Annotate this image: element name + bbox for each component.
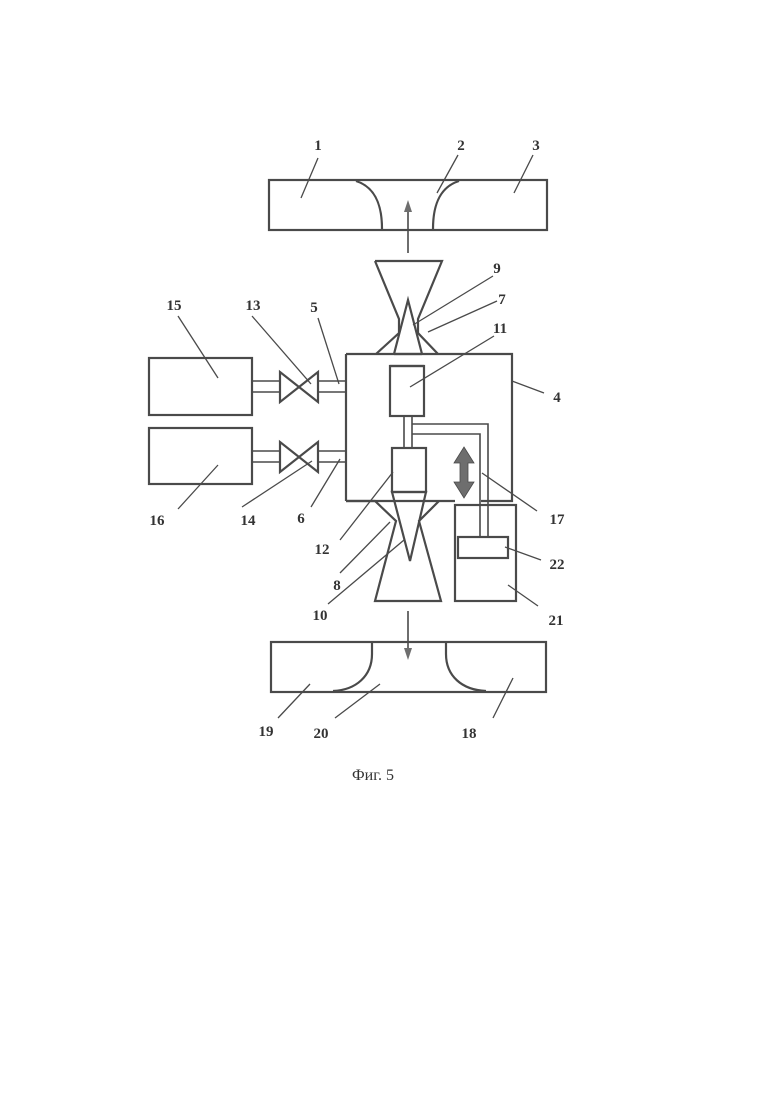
label-22: 22: [550, 557, 565, 573]
label-16: 16: [150, 513, 166, 529]
reference-numerals: 1 2 3 9 7 11 4 5 13 15 16 14 6 12 8 10 1…: [150, 138, 566, 742]
label-14: 14: [241, 513, 257, 529]
source-15: [149, 358, 252, 415]
figure-caption: Фиг. 5: [352, 767, 394, 784]
label-9: 9: [493, 261, 501, 277]
element-12: [392, 448, 426, 492]
label-6: 6: [297, 511, 305, 527]
label-2: 2: [457, 138, 465, 154]
label-20: 20: [314, 726, 329, 742]
top-flow-arrow: [404, 200, 412, 253]
element-11: [390, 366, 424, 416]
label-19: 19: [259, 724, 274, 740]
label-4: 4: [553, 390, 561, 406]
label-5: 5: [310, 300, 318, 316]
label-8: 8: [333, 578, 341, 594]
label-17: 17: [550, 512, 566, 528]
label-3: 3: [532, 138, 540, 154]
valve-13: [280, 372, 318, 402]
label-13: 13: [246, 298, 261, 314]
label-10: 10: [313, 608, 328, 624]
valve-14: [280, 442, 318, 472]
lower-nozzle: [346, 492, 441, 601]
channel-17: [412, 424, 488, 537]
label-11: 11: [493, 321, 507, 337]
label-7: 7: [498, 292, 506, 308]
label-1: 1: [314, 138, 322, 154]
rod: [404, 416, 412, 448]
leader-lines: [178, 155, 544, 718]
label-18: 18: [462, 726, 477, 742]
label-21: 21: [549, 613, 564, 629]
bottom-flow-arrow: [404, 611, 412, 660]
source-16: [149, 428, 252, 484]
label-15: 15: [167, 298, 182, 314]
label-12: 12: [315, 542, 330, 558]
motion-arrow: [454, 447, 474, 498]
cylinder-21: [455, 505, 516, 601]
upper-nozzle: [375, 261, 442, 354]
